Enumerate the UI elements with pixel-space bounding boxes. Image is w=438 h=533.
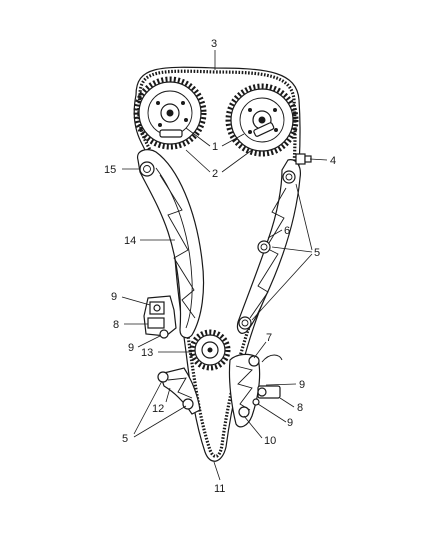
callout-15: 15 [104,164,116,176]
callout-4: 4 [330,155,336,167]
callout-8-right: 8 [297,402,303,414]
crank-sprocket [189,329,231,371]
right-cam-sprocket [225,83,299,157]
callout-6: 6 [284,225,290,237]
callout-3: 3 [211,38,217,50]
bolt [295,153,312,165]
callout-12: 12 [152,403,164,415]
lower-left-guide [157,367,201,415]
right-tensioner [228,353,283,428]
callout-9-right-top: 9 [299,379,305,391]
callout-11: 11 [214,483,225,495]
callout-9-left-top: 9 [111,291,117,303]
callout-9-right-bottom: 9 [287,417,293,429]
callout-7: 7 [266,332,272,344]
left-cam-sprocket [133,76,207,150]
left-tensioner [143,295,177,339]
left-chain-guide [136,149,205,339]
callout-8-left: 8 [113,319,119,331]
callout-5-upper: 5 [314,247,320,259]
callout-1: 1 [212,141,218,153]
callout-9-left-bottom: 9 [128,342,134,354]
callout-2: 2 [212,168,218,180]
callouts: 3 1 2 4 15 14 6 5 9 8 9 13 7 9 8 9 10 12… [104,38,336,495]
callout-10: 10 [264,435,276,447]
leader-lines [121,50,328,481]
right-chain-guide [236,159,301,334]
callout-13: 13 [141,347,153,359]
callout-14: 14 [124,235,136,247]
callout-5-lower: 5 [122,433,128,445]
